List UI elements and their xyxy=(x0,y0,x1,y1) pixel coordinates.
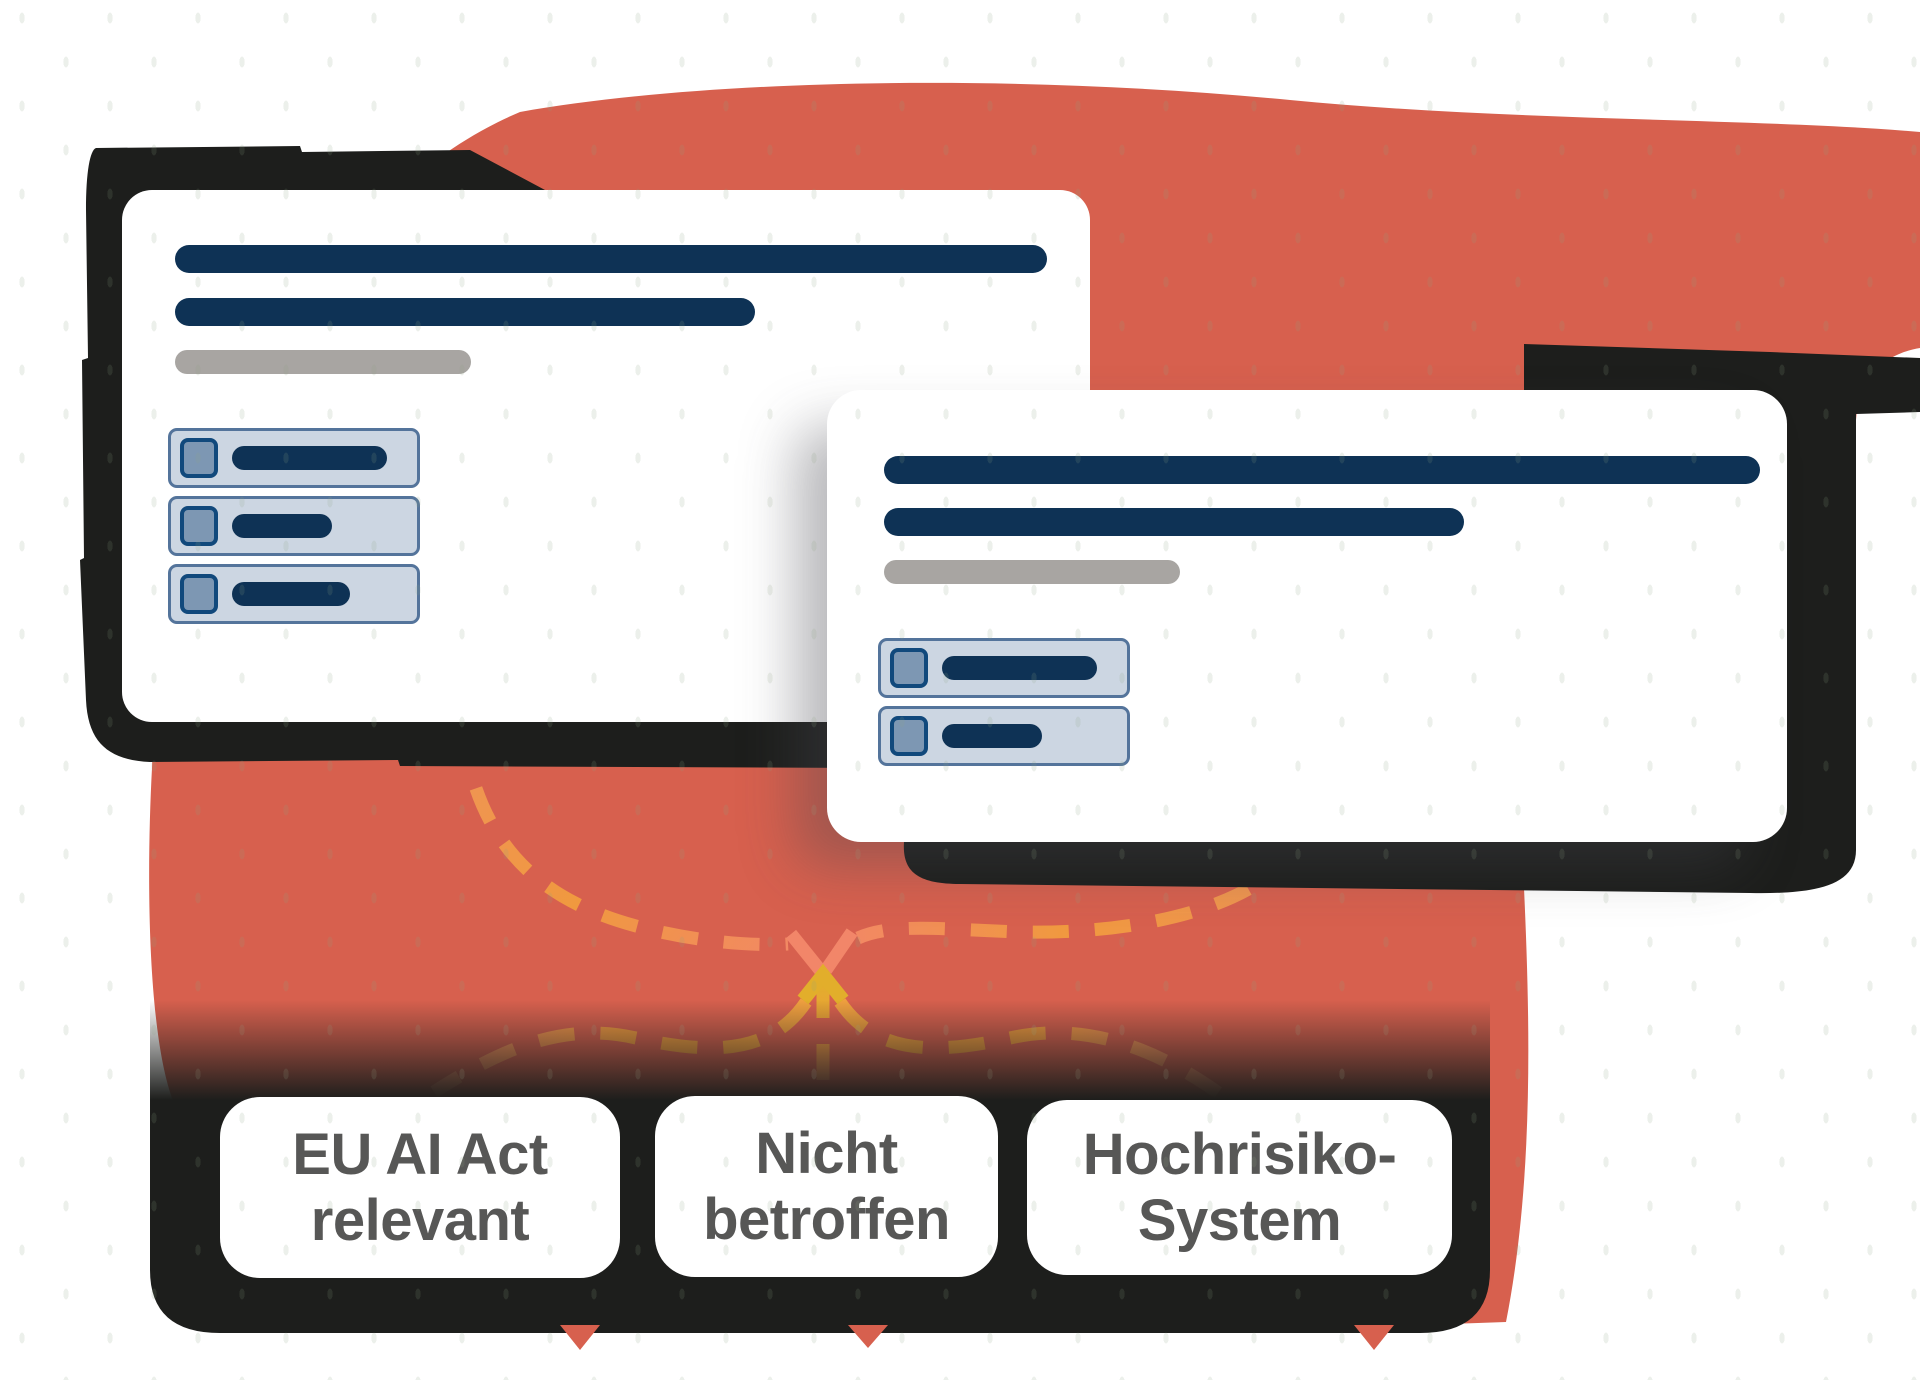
outcome-box-eu-ai-act-relevant[interactable]: EU AI Act relevant xyxy=(220,1097,620,1278)
heading-line2-placeholder xyxy=(884,508,1464,536)
subtitle-line-placeholder xyxy=(884,560,1180,584)
connector-card-left xyxy=(455,727,789,952)
checkbox-option-row[interactable] xyxy=(168,564,420,624)
checkbox-option-row[interactable] xyxy=(168,428,420,488)
option-label-placeholder xyxy=(232,582,350,606)
option-label-placeholder xyxy=(232,514,332,538)
outcome-label: relevant xyxy=(310,1187,530,1253)
merge-v-right xyxy=(820,928,858,974)
outcome-label: Nicht xyxy=(755,1120,898,1186)
checkbox-icon[interactable] xyxy=(180,506,218,546)
checkbox-option-row[interactable] xyxy=(168,496,420,556)
checkbox-icon[interactable] xyxy=(890,716,928,756)
subtitle-line-placeholder xyxy=(175,350,471,374)
arrow-up-icon xyxy=(797,963,849,1005)
checkbox-option-row[interactable] xyxy=(878,638,1130,698)
heading-line-placeholder xyxy=(175,245,1047,273)
checkbox-option-row[interactable] xyxy=(878,706,1130,766)
merge-v-left xyxy=(785,929,826,975)
merge-point xyxy=(785,928,858,1005)
option-label-placeholder xyxy=(232,446,387,470)
checkbox-icon[interactable] xyxy=(890,648,928,688)
heading-line-placeholder xyxy=(884,456,1760,484)
outcome-label: EU AI Act xyxy=(292,1121,548,1187)
questionnaire-card-2 xyxy=(827,390,1787,842)
option-label-placeholder xyxy=(942,724,1042,748)
option-label-placeholder xyxy=(942,656,1097,680)
connector-card-right xyxy=(855,845,1302,945)
outcome-label: betroffen xyxy=(703,1186,950,1252)
outcome-label: Hochrisiko- xyxy=(1082,1121,1397,1187)
checkbox-icon[interactable] xyxy=(180,574,218,614)
outcome-box-hochrisiko-system[interactable]: Hochrisiko- System xyxy=(1027,1100,1452,1275)
heading-line2-placeholder xyxy=(175,298,755,326)
outcome-box-nicht-betroffen[interactable]: Nicht betroffen xyxy=(655,1096,998,1277)
outcome-label: System xyxy=(1137,1187,1342,1253)
checkbox-icon[interactable] xyxy=(180,438,218,478)
blob-bottom-spikes xyxy=(560,1325,1394,1350)
